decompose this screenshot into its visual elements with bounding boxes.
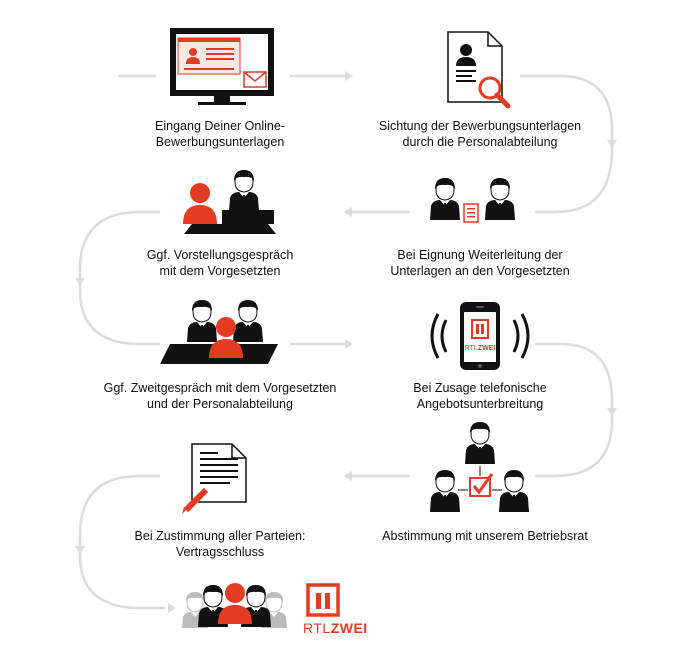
team-icon [181,583,288,629]
flow-arrows [75,71,617,613]
step-7-caption: Bei Zustimmung aller Parteien: Vertragss… [125,528,315,560]
caption-line: Eingang Deiner Online- [155,119,285,133]
logo-part-zwei: ZWEI [330,620,368,636]
arrow-left-icon [344,207,352,217]
smartphone-icon: RTLZWEI [430,302,530,370]
arrow-down-icon [75,546,85,554]
step-6-caption: Bei Zusage telefonische Angebotsunterbre… [380,380,580,412]
rtlzwei-logo-icon [306,583,340,617]
arrow-down-icon [607,140,617,148]
arrow-right-icon [168,603,176,613]
works-council-icon [429,421,530,513]
caption-line: Bei Eignung Weiterleitung der [397,248,563,262]
interview-icon [183,169,276,234]
document-search-icon [447,31,511,109]
caption-line: Bei Zusage telefonische [413,381,547,395]
arrow-right-icon [345,339,353,349]
caption-line: Bei Zustimmung aller Parteien: [134,529,306,543]
svg-text:RTLZWEI: RTLZWEI [465,345,496,352]
caption-line: Sichtung der Bewerbungsunterlagen [378,119,582,133]
contract-sign-icon [182,443,247,514]
caption-line: Vertragsschluss [175,545,265,559]
caption-line: Ggf. Vorstellungsgespräch [146,248,294,262]
arrow-down-icon [607,408,617,416]
caption-line: durch die Personalabteilung [402,135,558,149]
meeting-table-icon [160,299,278,364]
step-1-caption: Eingang Deiner Online- Bewerbungsunterla… [130,118,310,150]
arrow-left-icon [344,471,352,481]
caption-line: mit dem Vorgesetzten [159,264,281,278]
step-5-caption: Ggf. Zweitgespräch mit dem Vorgesetzten … [95,380,345,412]
caption-line: Ggf. Zweitgespräch mit dem Vorgesetzten [103,381,337,395]
caption-line: und der Personalabteilung [147,397,293,411]
caption-line: Bewerbungsunterlagen [155,135,285,149]
logo-part-rtl: RTL [303,620,331,636]
caption-line: Angebotsunterbreitung [416,397,544,411]
step-4-caption: Bei Eignung Weiterleitung der Unterlagen… [365,247,595,279]
handover-icon [429,177,516,223]
caption-line: Unterlagen an den Vorgesetzten [390,264,570,278]
step-3-caption: Ggf. Vorstellungsgespräch mit dem Vorges… [125,247,315,279]
arrow-down-icon [75,278,85,286]
arrow-right-icon [345,71,353,81]
step-2-caption: Sichtung der Bewerbungsunterlagen durch … [370,118,590,150]
monitor-icon [170,28,274,105]
caption-line: Abstimmung mit unserem Betriebsrat [382,529,588,543]
step-8-caption: Abstimmung mit unserem Betriebsrat [370,528,600,544]
rtlzwei-logo-text: RTLZWEI [303,620,368,636]
